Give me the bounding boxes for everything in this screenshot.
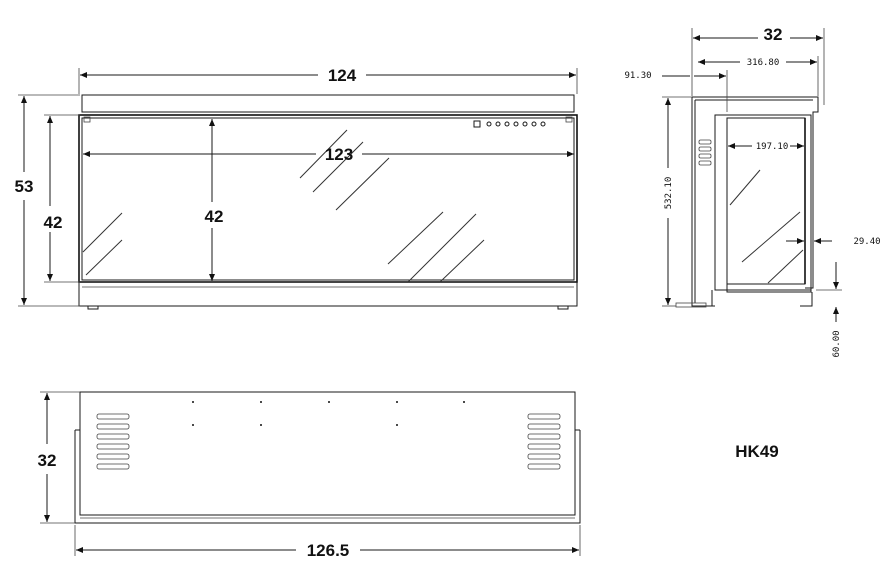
dim-overall-width: 124 (78, 66, 578, 94)
side-top-depth-label: 316.80 (747, 58, 780, 68)
top-depth-label: 32 (38, 451, 57, 470)
glass-height-left-label: 42 (44, 213, 63, 232)
screw-marks (192, 401, 465, 426)
dim-side-offset: 91.30 (624, 70, 728, 112)
side-depth-label: 32 (764, 25, 783, 44)
top-vents-right (527, 413, 561, 470)
overall-height-label: 53 (15, 177, 34, 196)
dim-glass-height-left: 42 (44, 114, 80, 283)
glass-reflections (82, 129, 485, 283)
glass-height-center-label: 42 (205, 207, 224, 226)
dim-glass-height-center: 42 (205, 119, 224, 281)
side-vents (698, 139, 712, 166)
control-panel (473, 120, 546, 128)
side-lip-label: 29.40 (853, 237, 880, 247)
side-view: 32 316.80 91.30 532.10 197.10 (624, 25, 880, 358)
side-offset-label: 91.30 (624, 71, 651, 81)
top-view: 32 126.5 (38, 391, 581, 560)
dim-side-depth: 32 (691, 25, 825, 105)
dim-side-bottom: 60.00 (816, 262, 842, 358)
dim-side-inner: 197.10 (728, 142, 804, 152)
dim-top-depth: 32 (38, 391, 80, 524)
overall-width-label: 124 (328, 66, 357, 85)
side-height-label: 532.10 (664, 177, 674, 210)
dim-side-height: 532.10 (662, 96, 692, 307)
model-name: HK49 (735, 442, 778, 461)
side-bottom-label: 60.00 (832, 330, 842, 357)
glass-width-label: 123 (325, 145, 353, 164)
dim-overall-height: 53 (15, 94, 80, 307)
side-inner-label: 197.10 (756, 142, 789, 152)
dim-glass-width: 123 (83, 145, 574, 164)
top-vents-left (96, 413, 130, 470)
front-view: 124 123 53 42 42 (15, 66, 578, 310)
dim-side-lip: 29.40 (786, 237, 881, 247)
dim-top-width: 126.5 (74, 525, 581, 560)
top-width-label: 126.5 (307, 541, 350, 560)
dim-side-top-depth: 316.80 (698, 56, 819, 96)
